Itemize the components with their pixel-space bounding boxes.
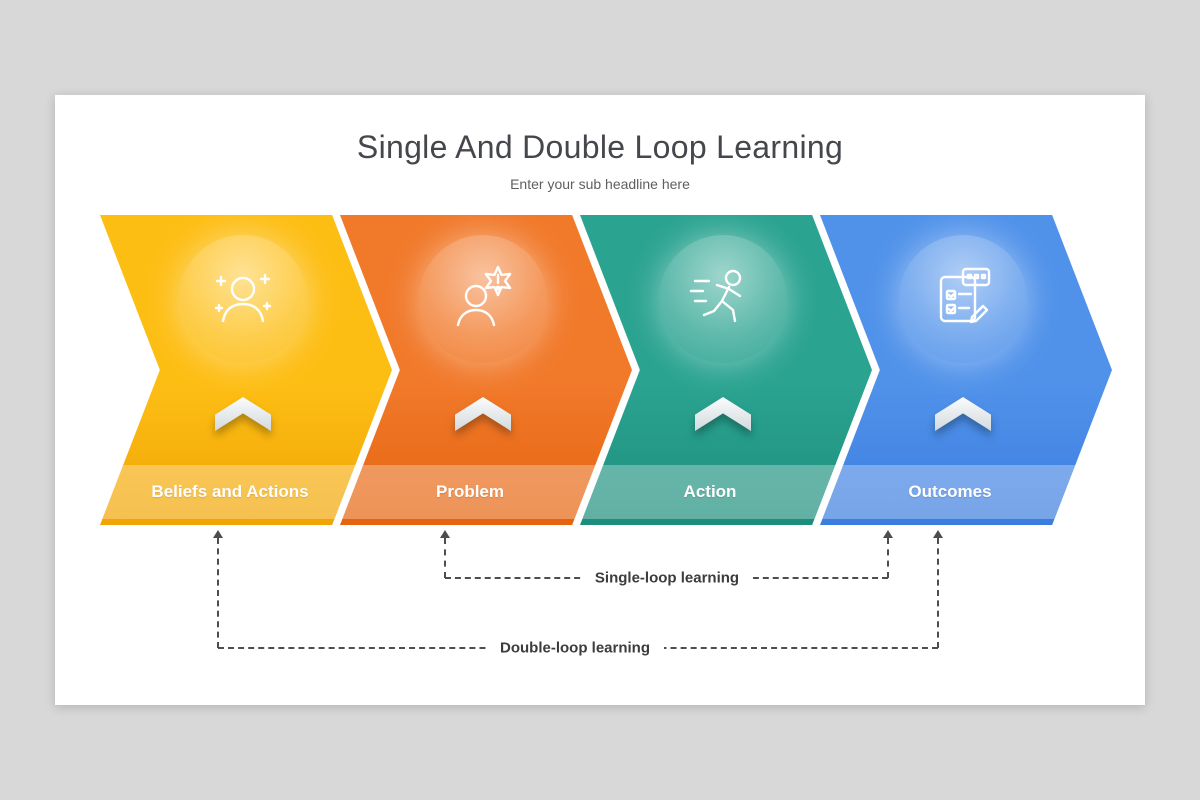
person-believing-icon xyxy=(214,273,272,323)
single-loop-label: Single-loop learning xyxy=(580,567,754,589)
arrowhead-up-icon xyxy=(883,530,893,538)
person-problem-icon xyxy=(456,265,512,327)
chevron-up-icon xyxy=(455,397,511,431)
page-subtitle: Enter your sub headline here xyxy=(510,176,690,192)
checklist-icon xyxy=(939,267,991,324)
person-running-icon xyxy=(689,269,742,323)
stage-label: Beliefs and Actions xyxy=(151,482,309,501)
feedback-arrow-to-beliefs xyxy=(213,530,223,648)
feedback-arrow-from-outcomes-double xyxy=(933,530,943,648)
stage-icon-circle xyxy=(419,235,547,363)
stage-label-band: Beliefs and Actions xyxy=(100,465,392,519)
stage-icon-circle xyxy=(659,235,787,363)
stage-label-band: Outcomes xyxy=(820,465,1112,519)
page-title: Single And Double Loop Learning xyxy=(356,129,844,165)
stage-label: Problem xyxy=(435,482,505,501)
slide: Single And Double Loop Learning Enter yo… xyxy=(55,95,1145,705)
chevron-up-icon xyxy=(935,397,991,431)
stage-label-band: Problem xyxy=(340,465,632,519)
arrowhead-up-icon xyxy=(213,530,223,538)
double-loop-label: Double-loop learning xyxy=(486,637,664,659)
stage-label: Outcomes xyxy=(908,482,992,501)
chevron-up-icon xyxy=(695,397,751,431)
stage-icon-circle xyxy=(899,235,1027,363)
stage-icon-circle xyxy=(179,235,307,363)
arrowhead-up-icon xyxy=(933,530,943,538)
feedback-arrow-to-problem xyxy=(440,530,450,578)
feedback-arrow-from-outcomes-single xyxy=(883,530,893,578)
arrowhead-up-icon xyxy=(440,530,450,538)
chevron-up-icon xyxy=(215,397,271,431)
stage-beliefs-and-actions: Beliefs and Actions xyxy=(100,215,392,525)
stage-label: Action xyxy=(683,482,737,501)
